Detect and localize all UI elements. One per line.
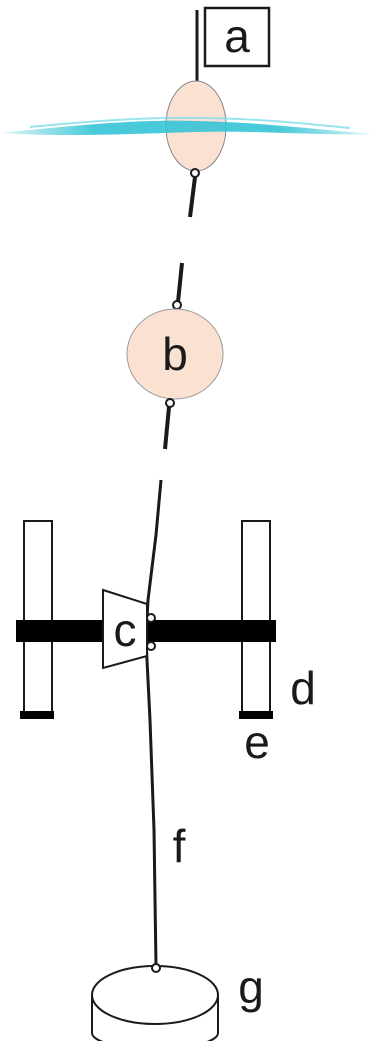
surface-buoy-assembly: a	[0, 6, 374, 218]
left-post-foot	[20, 711, 54, 719]
main-rope	[144, 479, 163, 967]
anchor-weight: g	[91, 961, 264, 1041]
right-post	[241, 520, 271, 718]
left-post	[23, 520, 53, 718]
subsurface-float-top-ring	[172, 300, 182, 310]
label-d: d	[290, 662, 316, 714]
anchor-top	[91, 965, 219, 1025]
surface-float-bottom-ring	[190, 168, 200, 178]
label-e: e	[244, 716, 270, 768]
frame-assembly: c d e	[16, 520, 316, 768]
rope-segment-1	[188, 176, 197, 218]
anchor-ring	[151, 963, 161, 973]
label-b: b	[162, 328, 188, 380]
flag	[203, 6, 271, 68]
device-c	[102, 588, 148, 670]
label-c: c	[114, 604, 137, 656]
water-ripple	[29, 116, 351, 129]
device-c-ring-bottom	[146, 641, 156, 651]
label-f: f	[173, 820, 186, 872]
device-c-ring-top	[146, 613, 156, 623]
label-a: a	[224, 10, 250, 62]
rope-segment-2	[176, 262, 184, 303]
label-g: g	[238, 961, 264, 1013]
rope-segment-3	[163, 406, 171, 450]
right-post-foot	[239, 711, 273, 719]
water-surface	[0, 120, 374, 135]
subsurface-float-bottom-ring	[165, 398, 175, 408]
subsurface-float-assembly: b	[126, 262, 224, 450]
subsurface-float	[126, 308, 224, 400]
